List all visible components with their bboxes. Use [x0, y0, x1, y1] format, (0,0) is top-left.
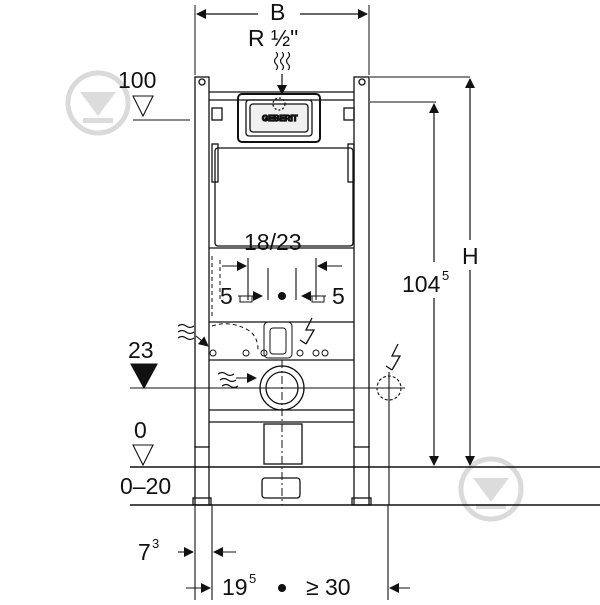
bottom-right-label: ≥ 30 [306, 574, 351, 600]
bottom-dimensions [178, 505, 410, 600]
level-0-label: 0 [134, 417, 147, 443]
width-dimension: B R ½" [194, 0, 370, 75]
pipe-label: R ½" [248, 25, 298, 51]
bottom-left-sup: 3 [152, 536, 159, 551]
width-label: B [270, 0, 285, 25]
height-sup: 5 [442, 268, 449, 283]
level-range-label: 0–20 [120, 473, 171, 499]
level-23-label: 23 [128, 337, 154, 363]
lightning-icon [299, 317, 402, 371]
svg-text:GEBERIT: GEBERIT [262, 114, 298, 123]
height-dimensions [429, 78, 475, 466]
left-offset-label: 5 [220, 283, 233, 309]
bolt-spacing-dimension [222, 258, 342, 301]
level-100-label: 100 [118, 67, 156, 93]
drain-wave-icon [177, 323, 257, 389]
bottom-mid-sup: 5 [249, 571, 256, 586]
right-offset-label: 5 [332, 283, 345, 309]
socket-symbol [373, 372, 405, 505]
height-label: H [462, 243, 479, 269]
watermark-logo-left [65, 70, 131, 136]
height-value: 104 [402, 271, 441, 297]
watermark-logo-right [458, 456, 524, 522]
bolt-spacing-label: 18/23 [244, 229, 302, 255]
outlet [259, 360, 305, 505]
bottom-left-value: 7 [138, 539, 151, 565]
bottom-mid-value: 19 [222, 574, 248, 600]
cistern: GEBERIT [209, 91, 355, 247]
level-markers [130, 76, 600, 506]
water-wave-icon [273, 51, 291, 95]
